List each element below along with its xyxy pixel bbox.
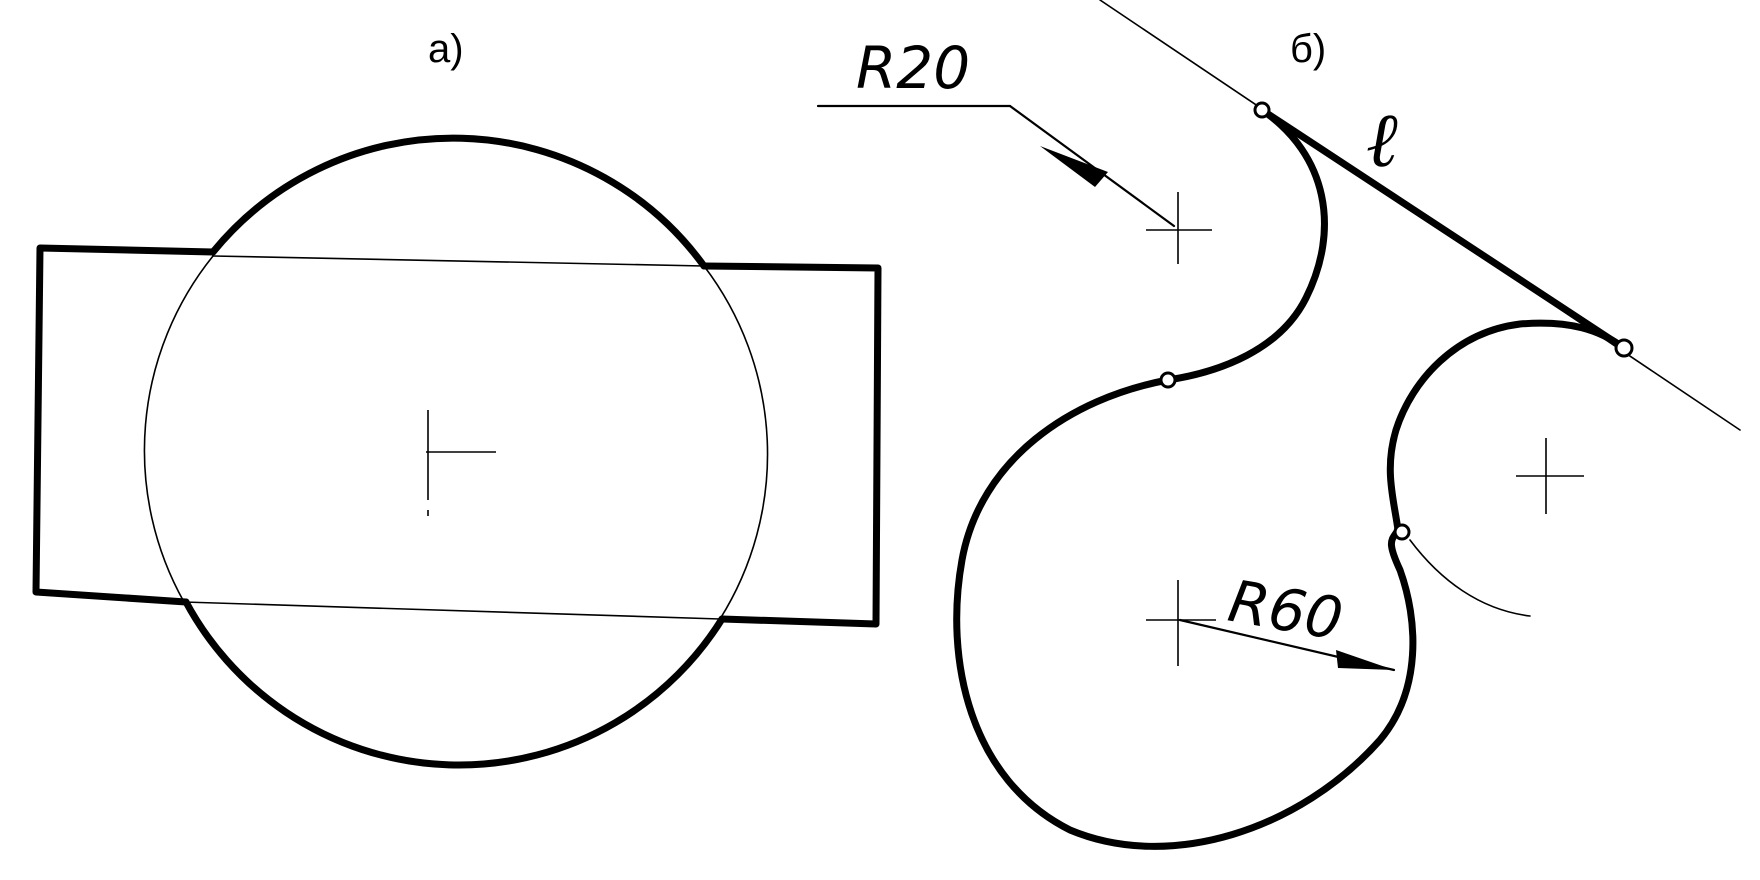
- rect-right-outline: [700, 262, 882, 628]
- line-l-label: ℓ: [1366, 95, 1398, 184]
- tangency-point-right: [1614, 338, 1634, 358]
- circle-top-arc: [209, 134, 708, 270]
- tangency-point-top: [1253, 101, 1271, 119]
- dimension-r20-arrow: [1040, 146, 1108, 187]
- circle-inner-left-arc: [143, 255, 214, 603]
- upper-fillet-arc: [1164, 106, 1328, 384]
- right-circle-arc: [1386, 319, 1628, 534]
- rect-left-outline: [32, 244, 217, 606]
- panel-a-label: а): [428, 27, 464, 71]
- rect-bottom-inner-edge: [183, 601, 721, 620]
- panel-b-label: б): [1290, 27, 1326, 71]
- dimension-r20: R20: [816, 34, 1176, 228]
- center-mark-upper: [1146, 192, 1212, 264]
- tangent-line-segment: [1258, 106, 1628, 352]
- center-mark-a: [426, 410, 496, 516]
- circle-inner-right-arc: [703, 265, 769, 620]
- panel-b: б) ℓ R20: [816, 0, 1741, 850]
- right-circle-thin-arc: [1409, 539, 1531, 617]
- rect-top-inner-edge: [212, 255, 705, 267]
- tangency-point-middle: [1159, 371, 1177, 389]
- dimension-r60-label: R60: [1224, 567, 1348, 654]
- panel-a: а): [32, 27, 882, 769]
- tangency-point-lower: [1393, 523, 1411, 541]
- large-circle-arc: [953, 376, 1417, 850]
- dimension-r60-arrow: [1336, 650, 1394, 670]
- circle-bottom-arc: [182, 598, 726, 769]
- dimension-r20-label: R20: [856, 34, 970, 102]
- center-mark-large: [1146, 580, 1216, 666]
- center-mark-right: [1516, 438, 1584, 514]
- dimension-r60: R60: [1178, 567, 1396, 672]
